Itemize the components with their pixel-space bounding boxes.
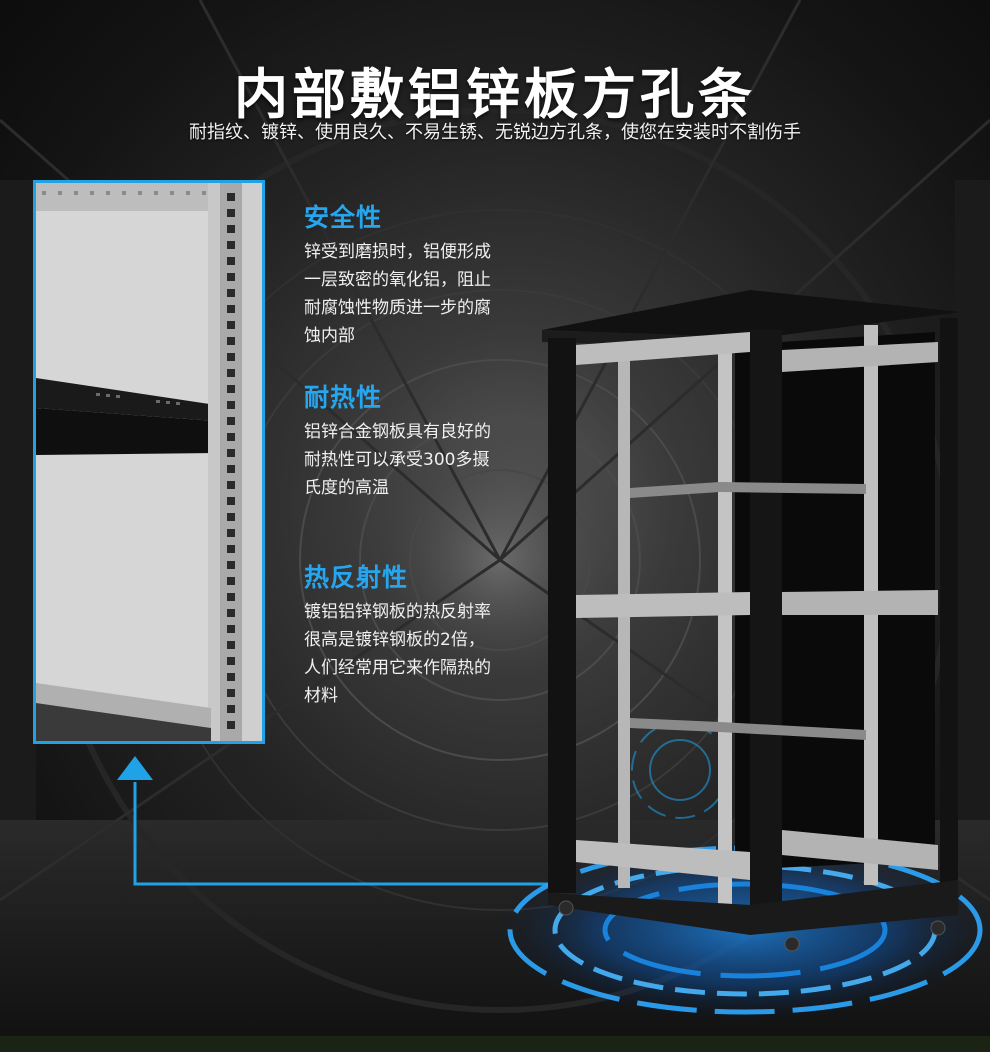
feature-heat-resistance: 耐热性 铝锌合金钢板具有良好的 耐热性可以承受300多摄 氏度的高温 [304,378,544,502]
feature-description: 锌受到磨损时，铝便形成 一层致密的氧化铝，阻止 耐腐蚀性物质进一步的腐 蚀内部 [304,242,491,346]
feature-description: 镀铝铝锌钢板的热反射率 很高是镀锌钢板的2倍， 人们经常用它来作隔热的 材料 [304,602,491,706]
page-subtitle: 耐指纹、镀锌、使用良久、不易生锈、无锐边方孔条，使您在安装时不割伤手 [189,122,801,143]
feature-description: 铝锌合金钢板具有良好的 耐热性可以承受300多摄 氏度的高温 [304,422,491,498]
page-title: 内部敷铝锌板方孔条 [234,63,756,126]
detail-closeup-image [33,180,265,744]
feature-heat-reflection: 热反射性 镀铝铝锌钢板的热反射率 很高是镀锌钢板的2倍， 人们经常用它来作隔热的… [304,558,544,710]
feature-title: 安全性 [304,203,383,232]
feature-title: 耐热性 [304,383,383,412]
feature-safety: 安全性 锌受到磨损时，铝便形成 一层致密的氧化铝，阻止 耐腐蚀性物质进一步的腐 … [304,198,544,350]
feature-title: 热反射性 [304,563,409,592]
arrow-up-icon [117,756,153,780]
